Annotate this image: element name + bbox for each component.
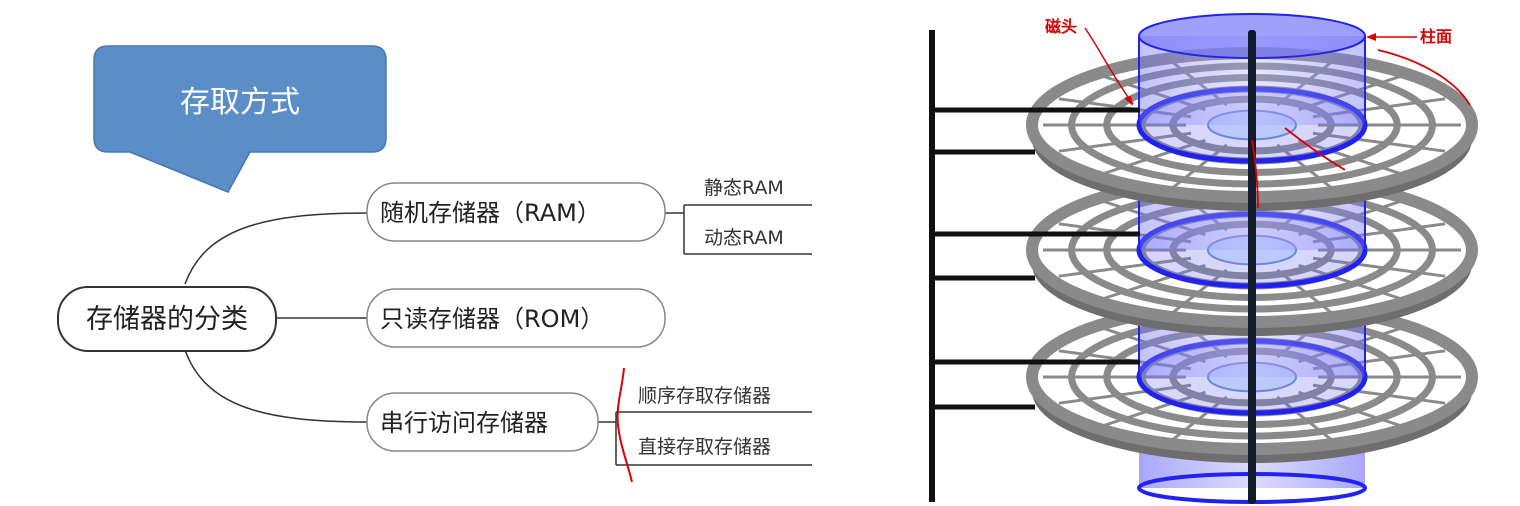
head-pointer bbox=[1084, 27, 1134, 105]
sector-spoke-2-7 bbox=[1103, 263, 1206, 300]
callout-label: 存取方式 bbox=[180, 85, 300, 120]
branch-serial-box bbox=[366, 392, 599, 452]
head-arms bbox=[932, 107, 1140, 410]
leaf-direct-access: 直接存取存储器 bbox=[638, 436, 771, 458]
spindle bbox=[1248, 30, 1256, 504]
sector-spoke-2-3 bbox=[1298, 263, 1401, 300]
branch-serial: 串行访问存储器 bbox=[366, 392, 599, 452]
cylinder-pointer-arrowhead bbox=[1366, 33, 1376, 41]
branch-serial-label: 串行访问存储器 bbox=[380, 409, 548, 437]
branch-ram-label: 随机存储器（RAM） bbox=[380, 199, 601, 227]
sector-spoke-1-6 bbox=[1171, 143, 1228, 190]
connector-serial-children bbox=[598, 411, 812, 466]
head-pointer-arrowhead bbox=[1124, 96, 1133, 106]
root-node-label: 存储器的分类 bbox=[86, 304, 248, 335]
cylinder-label: 柱面 bbox=[1420, 27, 1452, 46]
sector-spoke-1-8 bbox=[1058, 131, 1192, 153]
sector-spoke-2-6 bbox=[1171, 268, 1228, 315]
leaf-dynamic-ram: 动态RAM bbox=[704, 227, 784, 249]
red-mark-track bbox=[1284, 127, 1346, 171]
handwritten-red-marks bbox=[1251, 49, 1471, 209]
sector-spoke-1-3 bbox=[1298, 138, 1401, 175]
branch-rom-box bbox=[366, 288, 666, 348]
sector-spoke-3-2 bbox=[1312, 383, 1446, 405]
actuator-bar bbox=[929, 30, 935, 502]
leaf-sequential-access: 顺序存取存储器 bbox=[638, 385, 771, 407]
sector-spoke-1-7 bbox=[1103, 138, 1206, 175]
mindmap-connectors bbox=[184, 204, 812, 466]
handwritten-red-bracket bbox=[616, 367, 633, 483]
root-node: 存储器的分类 bbox=[57, 286, 277, 352]
red-mark-vertical bbox=[1251, 139, 1259, 209]
sector-spoke-3-8 bbox=[1058, 383, 1192, 405]
sector-spoke-1-2 bbox=[1312, 131, 1446, 153]
callout-bubble bbox=[93, 45, 387, 193]
sector-spoke-2-2 bbox=[1312, 256, 1446, 278]
leaf-static-ram: 静态RAM bbox=[704, 177, 784, 199]
sector-spoke-3-3 bbox=[1298, 390, 1401, 427]
connector-root-serial bbox=[184, 349, 368, 423]
connector-root-ram bbox=[184, 212, 368, 285]
access-method-callout: 存取方式 bbox=[93, 45, 387, 193]
branch-rom: 只读存储器（ROM） bbox=[366, 288, 666, 348]
sector-spoke-1-4 bbox=[1276, 143, 1333, 190]
sector-spoke-3-7 bbox=[1103, 390, 1206, 427]
sector-spoke-2-4 bbox=[1276, 268, 1333, 315]
red-mark-arc bbox=[1377, 49, 1471, 106]
branch-ram: 随机存储器（RAM） bbox=[366, 182, 666, 242]
sector-spoke-3-4 bbox=[1276, 395, 1333, 442]
platters bbox=[1026, 13, 1478, 504]
head-label: 磁头 bbox=[1045, 17, 1077, 36]
storage-classification-mindmap: 存取方式 存储器的分类 随机存储器（RAM） 静态RAM 动态RAM 只读存储器… bbox=[57, 45, 812, 483]
sector-spoke-3-6 bbox=[1171, 395, 1228, 442]
root-node-box bbox=[57, 286, 277, 352]
disk-cylinder-diagram: 磁头 柱面 bbox=[929, 13, 1478, 504]
sector-spoke-2-8 bbox=[1058, 256, 1192, 278]
branch-ram-box bbox=[366, 182, 666, 242]
branch-rom-label: 只读存储器（ROM） bbox=[380, 305, 604, 333]
connector-ram-children bbox=[665, 204, 812, 255]
